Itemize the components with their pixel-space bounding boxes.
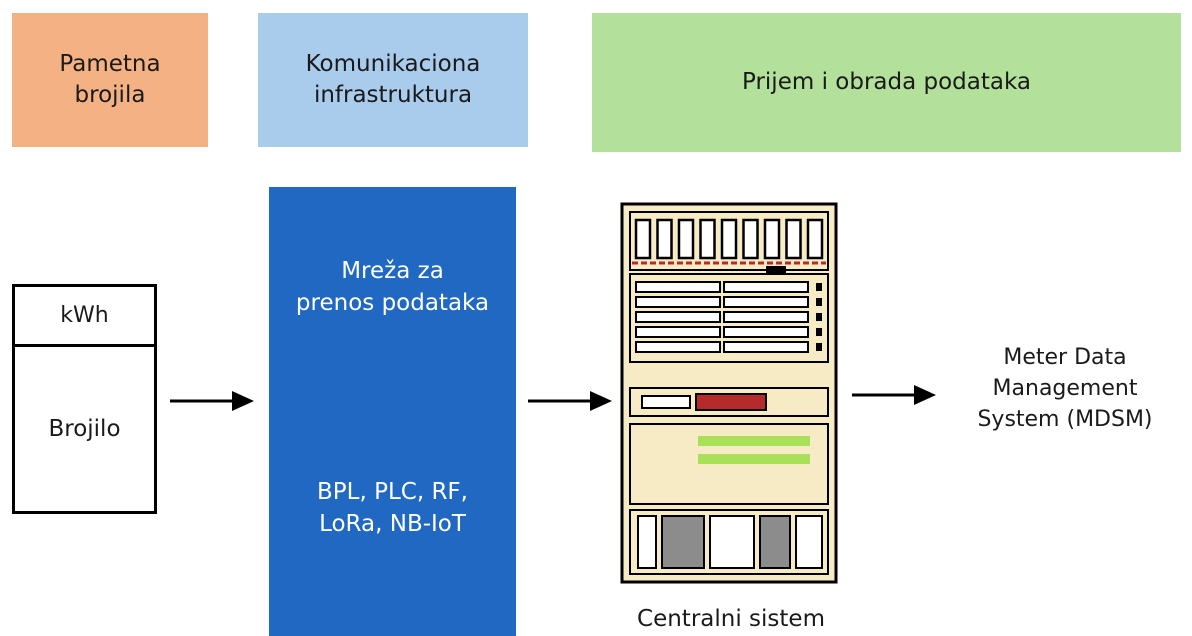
header-data-processing: Prijem i obrada podataka	[592, 13, 1181, 152]
arrow-right-icon	[170, 391, 254, 411]
network-title: Mreža za prenos podataka	[295, 258, 490, 317]
arrow-right-icon	[852, 385, 936, 405]
meter-box: kWh Brojilo	[12, 284, 157, 514]
arrow-right-icon	[528, 391, 612, 411]
header-communication-infrastructure: Komunikaciona infrastruktura	[258, 13, 528, 147]
header-smart-meters: Pametna brojila	[12, 13, 208, 147]
meter-name-label: Brojilo	[48, 416, 121, 442]
server-cabinet-icon	[620, 202, 838, 584]
mdsm-label: Meter Data Management System (MDSM)	[977, 345, 1153, 432]
central-system-label: Centralni sistem	[637, 606, 825, 632]
data-transfer-network: Mreža za prenos podataka BPL, PLC, RF, L…	[269, 187, 516, 636]
network-technologies: BPL, PLC, RF, LoRa, NB-IoT	[317, 479, 468, 538]
meter-unit-label: kWh	[15, 287, 154, 347]
